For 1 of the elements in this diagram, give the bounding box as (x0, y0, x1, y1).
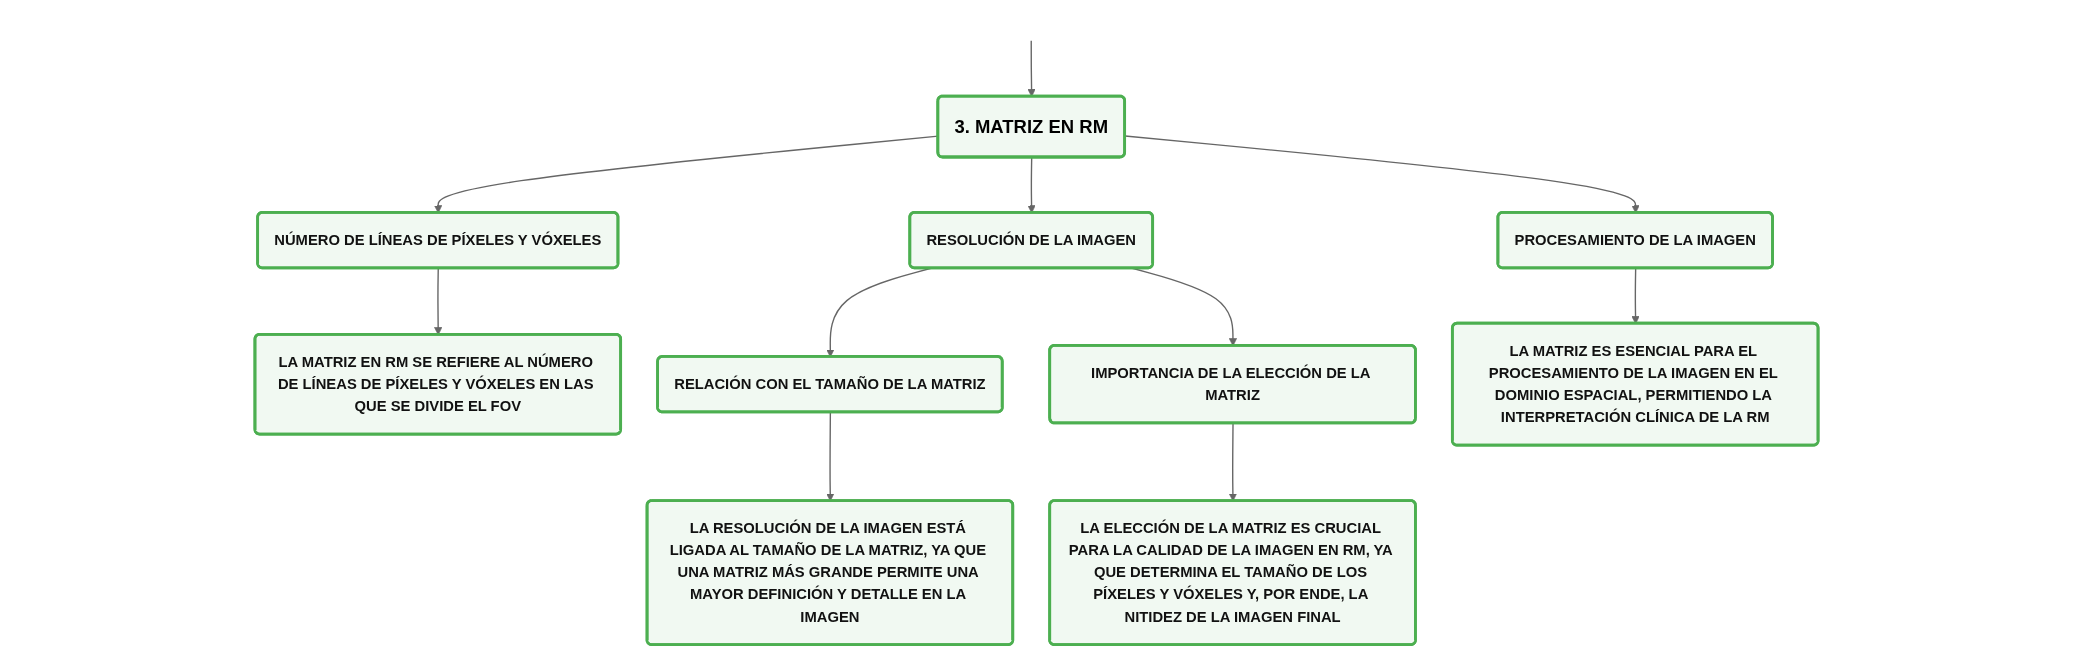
arrow (1027, 39, 1036, 97)
